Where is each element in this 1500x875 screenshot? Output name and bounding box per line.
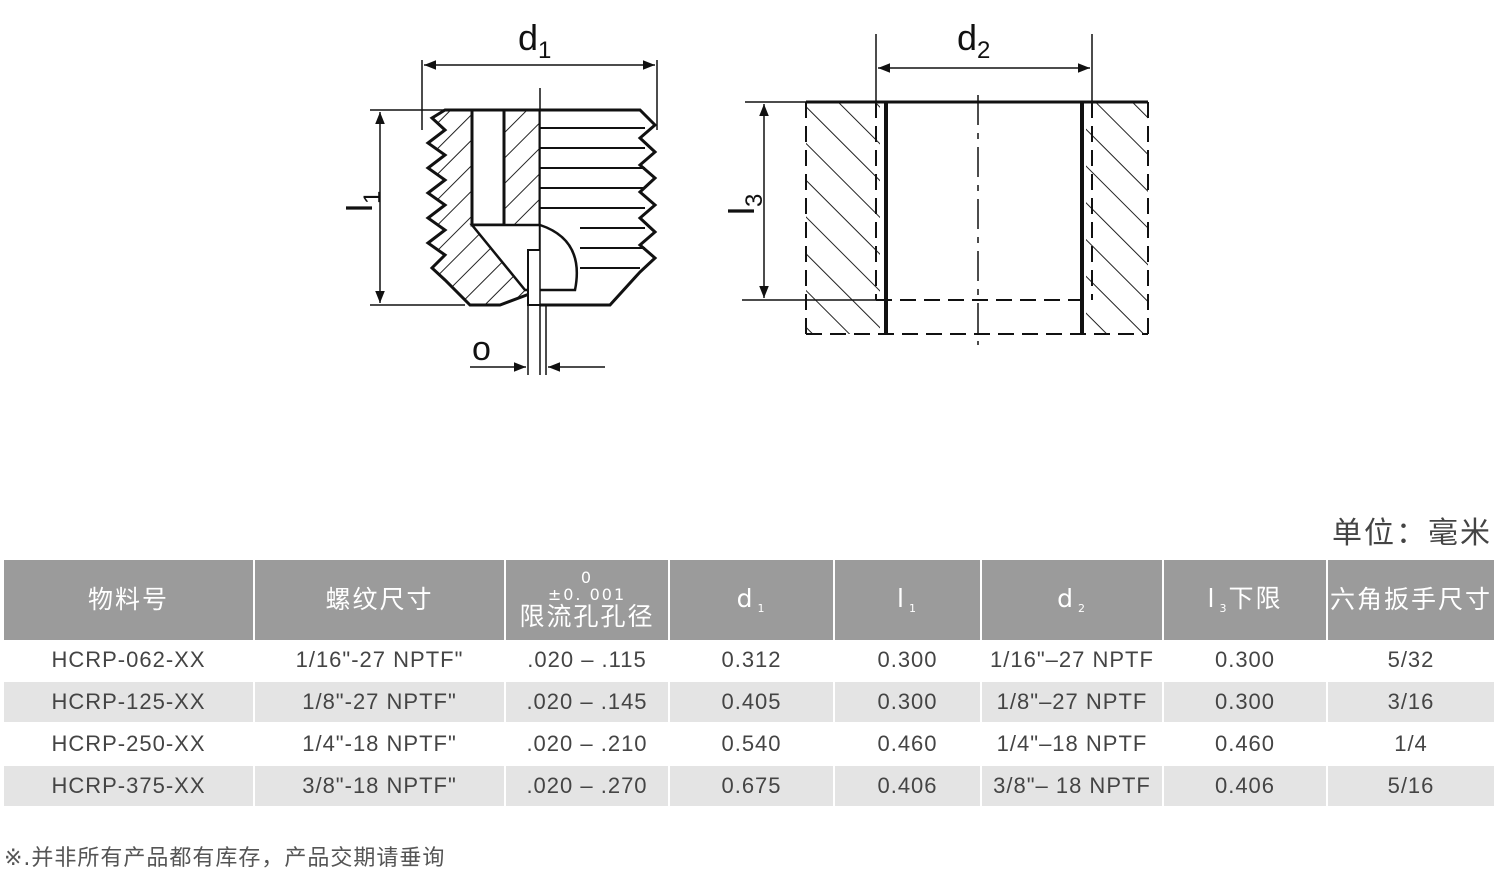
cell-hex: 5/16 <box>1327 765 1494 808</box>
label-d1: d1 <box>518 17 551 64</box>
cell-thread: 1/4"-18 NPTF" <box>254 723 506 766</box>
cell-part-no: HCRP-125-XX <box>4 681 255 724</box>
header-orifice: 0 ±0. 001 限流孔孔径 <box>505 560 670 640</box>
cell-hex: 5/32 <box>1327 640 1494 682</box>
cell-l3: 0.300 <box>1163 640 1328 682</box>
cell-hex: 1/4 <box>1327 723 1494 766</box>
cell-l3: 0.406 <box>1163 765 1328 808</box>
cell-d1: 0.312 <box>669 640 835 682</box>
unit-label: 单位：毫米 <box>1332 516 1492 551</box>
cell-l1: 0.300 <box>834 681 982 724</box>
table-row: HCRP-250-XX 1/4"-18 NPTF" .020 – .210 0.… <box>4 723 1494 766</box>
cell-d2: 3/8"– 18 NPTF <box>981 765 1164 808</box>
cell-orifice: .020 – .115 <box>505 640 670 682</box>
orifice-tol-lower: ±0. 001 <box>547 584 627 604</box>
table-row: HCRP-375-XX 3/8"-18 NPTF" .020 – .270 0.… <box>4 765 1494 808</box>
label-d2: d2 <box>957 17 990 64</box>
technical-drawing: d1 l1 o <box>339 17 1149 375</box>
cell-d2: 1/8"–27 NPTF <box>981 681 1164 724</box>
cell-thread: 1/16"-27 NPTF" <box>254 640 506 682</box>
cell-hex: 3/16 <box>1327 681 1494 724</box>
cell-thread: 3/8"-18 NPTF" <box>254 765 506 808</box>
cell-d2: 1/16"–27 NPTF <box>981 640 1164 682</box>
cell-orifice: .020 – .145 <box>505 681 670 724</box>
footnote: ※.并非所有产品都有库存，产品交期请垂询 <box>4 846 446 871</box>
header-part-no: 物料号 <box>4 560 255 640</box>
header-hex: 六角扳手尺寸 <box>1327 560 1494 640</box>
orifice-label: 限流孔孔径 <box>519 601 655 631</box>
cell-l1: 0.460 <box>834 723 982 766</box>
left-part-drawing: d1 l1 o <box>339 17 658 375</box>
cell-part-no: HCRP-062-XX <box>4 640 255 682</box>
table-row: HCRP-062-XX 1/16"-27 NPTF" .020 – .115 0… <box>4 640 1494 682</box>
label-o: o <box>472 330 491 368</box>
cell-l3: 0.300 <box>1163 681 1328 724</box>
cell-l1: 0.406 <box>834 765 982 808</box>
cell-d1: 0.405 <box>669 681 835 724</box>
label-l1: l1 <box>339 191 386 212</box>
cell-thread: 1/8"-27 NPTF" <box>254 681 506 724</box>
cell-l1: 0.300 <box>834 640 982 682</box>
cell-orifice: .020 – .270 <box>505 765 670 808</box>
header-thread: 螺纹尺寸 <box>254 560 506 640</box>
label-l3: l3 <box>721 194 768 215</box>
cell-d2: 1/4"–18 NPTF <box>981 723 1164 766</box>
cell-part-no: HCRP-250-XX <box>4 723 255 766</box>
cell-l3: 0.460 <box>1163 723 1328 766</box>
cell-part-no: HCRP-375-XX <box>4 765 255 808</box>
cell-d1: 0.675 <box>669 765 835 808</box>
orifice-tol-upper: 0 <box>580 568 594 588</box>
cell-d1: 0.540 <box>669 723 835 766</box>
table-row: HCRP-125-XX 1/8"-27 NPTF" .020 – .145 0.… <box>4 681 1494 724</box>
right-part-drawing: d2 l3 <box>721 17 1149 345</box>
cell-orifice: .020 – .210 <box>505 723 670 766</box>
